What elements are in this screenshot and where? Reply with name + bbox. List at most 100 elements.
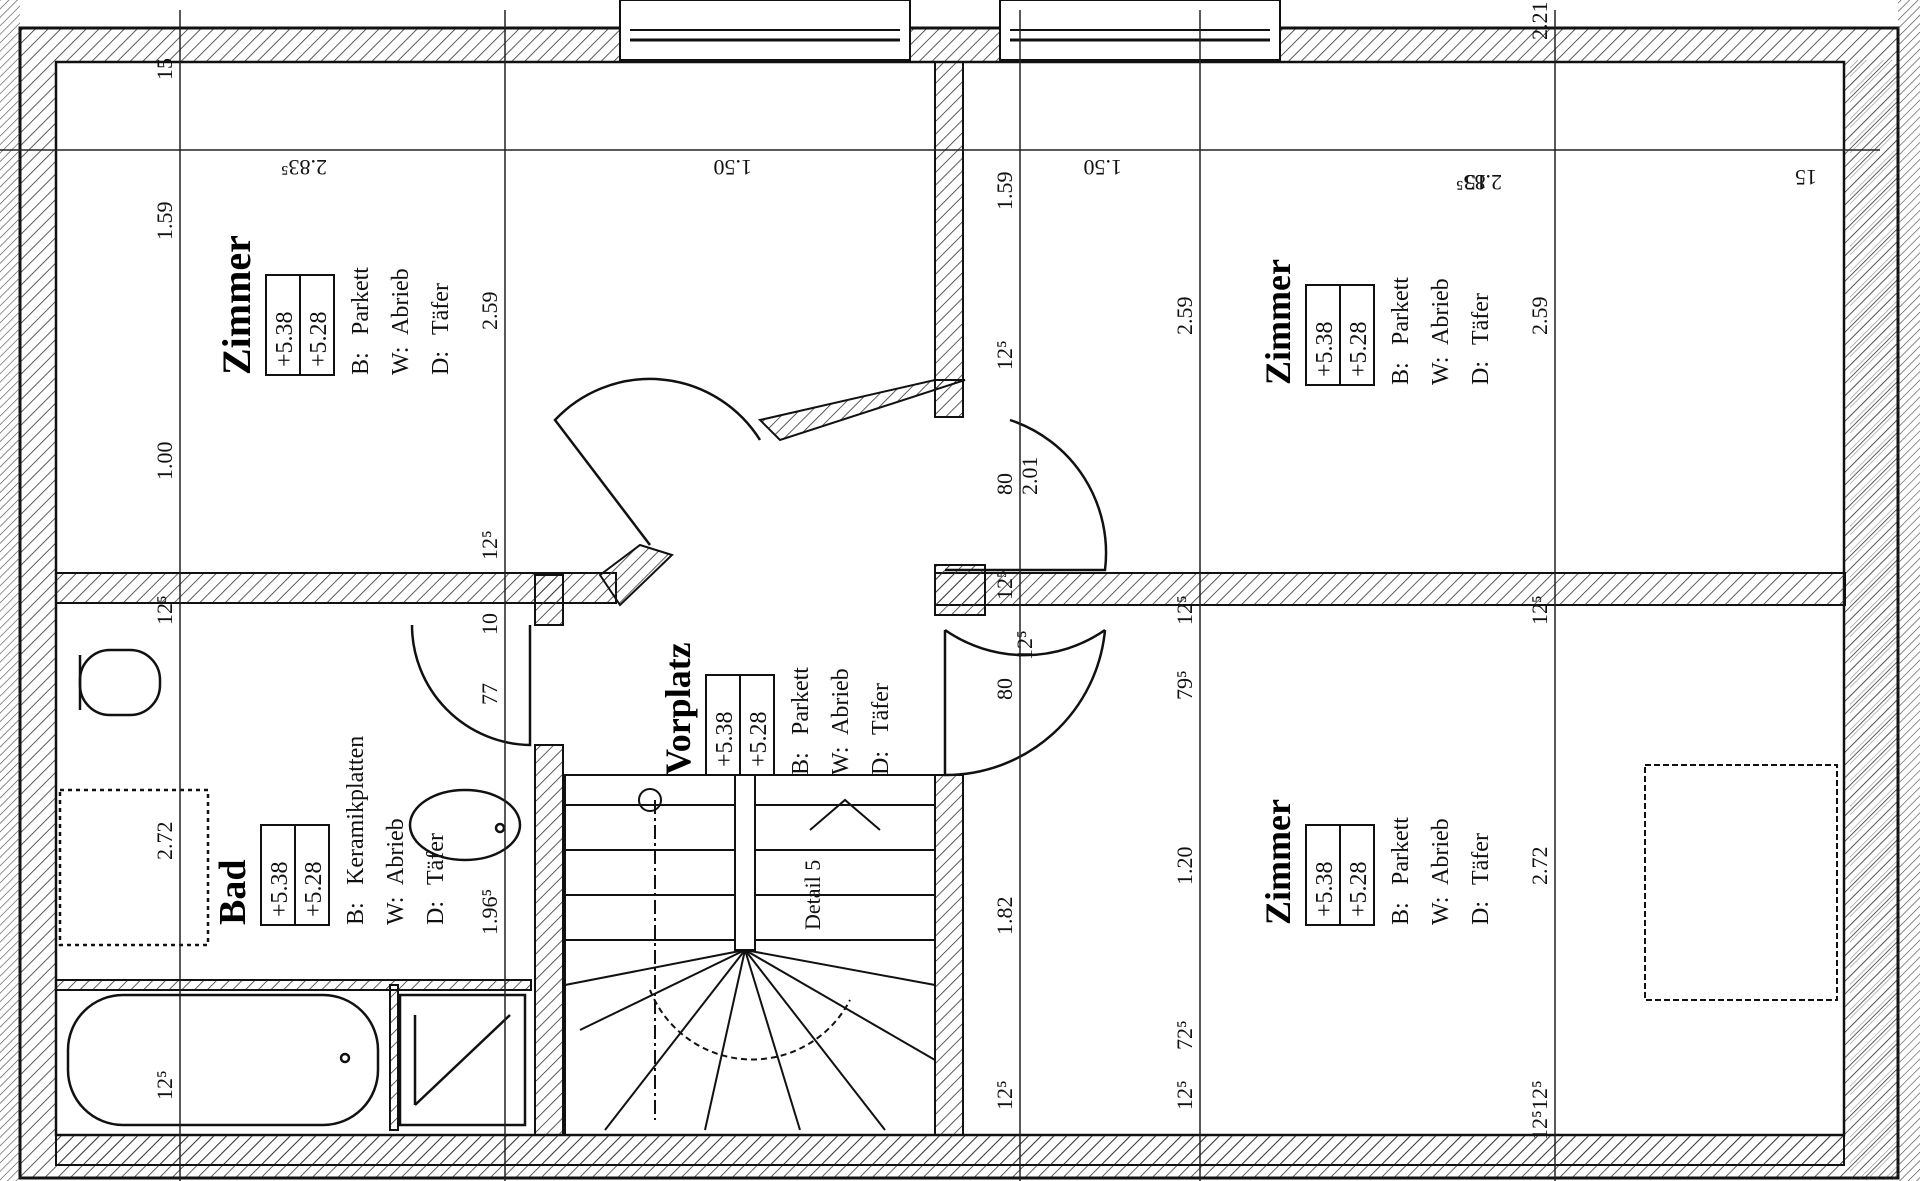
level-top: +5.38 xyxy=(267,861,293,917)
finish-key: W: xyxy=(383,897,409,925)
dimension-label: 12⁵ xyxy=(992,340,1017,370)
finish-value: Abrieb xyxy=(828,668,854,735)
finish-value: Täfer xyxy=(1468,833,1494,885)
dimension-label: 12⁵ xyxy=(1012,630,1037,660)
finish-value: Parkett xyxy=(788,667,814,735)
dimension-label: 2.59 xyxy=(477,292,502,331)
dimension-label: 1.59 xyxy=(992,172,1017,211)
level-bottom: +5.28 xyxy=(301,861,327,917)
finish-value: Täfer xyxy=(423,833,449,885)
dimension-label: 12⁵ xyxy=(1527,595,1552,625)
dimension-label: 12⁵ xyxy=(1172,595,1197,625)
dimension-label: 12⁵ xyxy=(152,595,177,625)
finish-value: Keramikplatten xyxy=(343,736,369,885)
dimension-label: 77 xyxy=(477,683,502,705)
dimension-label: 12⁵ xyxy=(477,530,502,560)
dimension-label: 1.00 xyxy=(152,442,177,481)
level-top: +5.38 xyxy=(272,311,298,367)
interior-walls xyxy=(55,61,1846,1136)
finish-value: Abrieb xyxy=(383,818,409,885)
finish-value: Täfer xyxy=(868,683,894,735)
dimension-label: 2.83⁵ xyxy=(281,155,327,180)
room-title: Zimmer xyxy=(1258,799,1298,925)
finish-key: D: xyxy=(868,751,894,775)
finish-key: B: xyxy=(343,902,369,925)
shower-icon xyxy=(398,993,527,1127)
finish-value: Abrieb xyxy=(388,268,414,335)
bath-fixtures xyxy=(58,648,527,1127)
dimension-label: 2.83⁵ xyxy=(1456,170,1502,195)
dimension-label: 2.21 xyxy=(1527,2,1552,41)
built-in-box xyxy=(1644,764,1838,1001)
dimension-label: 2.59 xyxy=(1172,297,1197,336)
finish-key: D: xyxy=(1468,361,1494,385)
room-title: Vorplatz xyxy=(658,642,698,775)
dimension-label: 72⁵ xyxy=(1172,1020,1197,1050)
finish-key: D: xyxy=(1468,901,1494,925)
dimension-label: 15 xyxy=(152,58,177,80)
dimension-label: 15 xyxy=(1465,170,1487,195)
level-top: +5.38 xyxy=(1312,861,1338,917)
dimension-label: 2.72 xyxy=(1527,847,1552,886)
dimension-lines xyxy=(0,10,1880,1181)
finish-value: Parkett xyxy=(348,267,374,335)
finish-value: Parkett xyxy=(1388,277,1414,345)
windows xyxy=(619,0,1281,61)
finish-value: Abrieb xyxy=(1428,818,1454,885)
counter-outline xyxy=(58,788,210,947)
room-title: Zimmer xyxy=(214,235,259,375)
room-title: Zimmer xyxy=(1258,259,1298,385)
level-bottom: +5.28 xyxy=(746,711,772,767)
dimension-label: 1.59 xyxy=(152,202,177,241)
dimension-label: 2.01 xyxy=(1017,457,1042,496)
finish-key: B: xyxy=(1388,902,1414,925)
finish-value: Täfer xyxy=(428,283,454,335)
finish-value: Parkett xyxy=(1388,817,1414,885)
finish-value: Täfer xyxy=(1468,293,1494,345)
finish-key: D: xyxy=(423,901,449,925)
bathtub-icon xyxy=(66,993,380,1127)
level-bottom: +5.28 xyxy=(306,311,332,367)
dimension-label: 80 xyxy=(992,473,1017,495)
dimension-label: 80 xyxy=(992,678,1017,700)
room-title: Bad xyxy=(212,860,254,925)
finish-key: W: xyxy=(1428,897,1454,925)
finish-key: B: xyxy=(788,752,814,775)
dimension-label: 2.59 xyxy=(1527,297,1552,336)
dimension-label: 1.50 xyxy=(714,155,753,180)
staircase xyxy=(564,774,936,1136)
dimension-label: 1.96⁵ xyxy=(477,889,502,935)
dimension-label: 1.20 xyxy=(1172,847,1197,886)
dimension-label: 12⁵ xyxy=(992,570,1017,600)
dimension-labels: 15 1.59 1.00 12⁵ 2.72 12⁵ 2.83⁵ 2.59 12⁵ 10 77 1.96… xyxy=(152,2,1817,1141)
dimension-label: 12⁵ xyxy=(1527,1080,1552,1110)
dimension-label: 12⁵ xyxy=(992,1080,1017,1110)
level-top: +5.38 xyxy=(1312,321,1338,377)
level-top: +5.38 xyxy=(712,711,738,767)
stair-note: Detail 5 xyxy=(800,860,825,930)
dimension-label: 10 xyxy=(477,613,502,635)
finish-key: W: xyxy=(828,747,854,775)
finish-key: D: xyxy=(428,351,454,375)
dimension-label: 2.72 xyxy=(152,822,177,861)
level-bottom: +5.28 xyxy=(1346,861,1372,917)
finish-key: B: xyxy=(1388,362,1414,385)
finish-value: Abrieb xyxy=(1428,278,1454,345)
dimension-label: 79⁵ xyxy=(1172,670,1197,700)
dimension-label: 1.50 xyxy=(1084,155,1123,180)
finish-key: B: xyxy=(348,352,374,375)
dimension-label: 12⁵ xyxy=(1527,1110,1552,1140)
dimension-label: 15 xyxy=(1795,165,1817,190)
dimension-label: 12⁵ xyxy=(1172,1080,1197,1110)
finish-key: W: xyxy=(388,347,414,375)
bottom-wall xyxy=(55,1134,1845,1166)
dimension-label: 1.82 xyxy=(992,897,1017,936)
dimension-label: 12⁵ xyxy=(152,1070,177,1100)
